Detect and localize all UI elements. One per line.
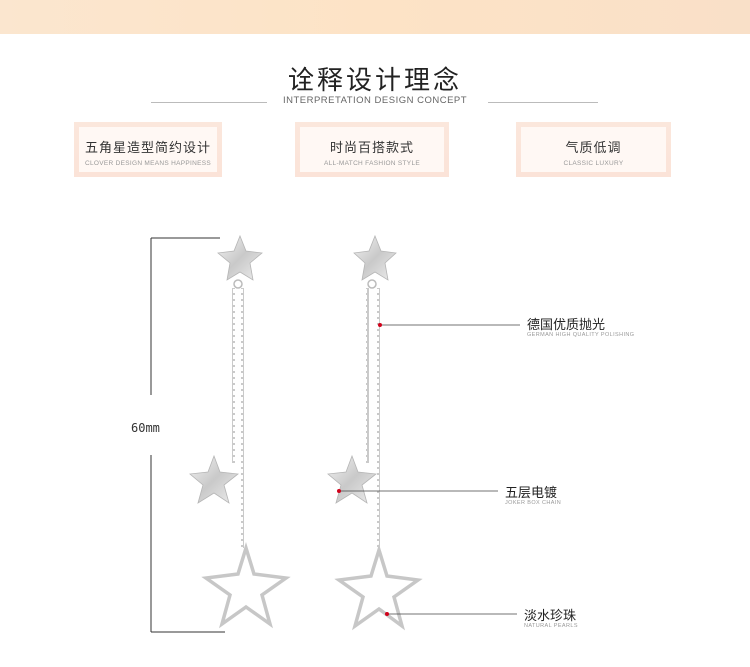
- feature-card-1: 五角星造型简约设计 CLOVER DESIGN MEANS HAPPINESS: [74, 122, 222, 177]
- callout-label-2: 五层电镀: [505, 486, 558, 501]
- top-gradient-band: [0, 0, 750, 34]
- right-earring: [327, 234, 423, 631]
- feature-card-2: 时尚百搭款式 ALL-MATCH FASHION STYLE: [295, 122, 449, 177]
- callout-label-1: 德国优质抛光: [527, 318, 606, 333]
- callout-sublabel-2: JOKER BOX CHAIN: [505, 500, 562, 506]
- feature-card-3: 气质低调 CLASSIC LUXURY: [516, 122, 671, 177]
- dimension-label: 60mm: [131, 421, 160, 435]
- subtitle-left-rule: [151, 102, 267, 103]
- section-title: 诠释设计理念: [287, 66, 462, 96]
- star-pendant-icon: [189, 454, 240, 504]
- star-stud-icon: [353, 234, 397, 281]
- section-subtitle: INTERPRETATION DESIGN CONCEPT: [282, 95, 468, 106]
- callout-sublabel-3: NATURAL PEARLS: [524, 623, 578, 629]
- dimension-bracket: [150, 237, 225, 633]
- callout-label-3: 淡水珍珠: [524, 609, 577, 624]
- callout-sublabel-1: GERMAN HIGH QUALITY POLISHING: [527, 332, 635, 338]
- hollow-star-icon: [334, 544, 423, 631]
- section-subtitle-row: INTERPRETATION DESIGN CONCEPT: [0, 95, 750, 109]
- star-pendant-icon: [327, 454, 378, 504]
- subtitle-right-rule: [488, 102, 598, 103]
- hollow-star-icon: [201, 542, 291, 629]
- star-stud-icon: [217, 234, 263, 281]
- left-earring: [189, 234, 291, 629]
- callout-lines: [337, 323, 520, 616]
